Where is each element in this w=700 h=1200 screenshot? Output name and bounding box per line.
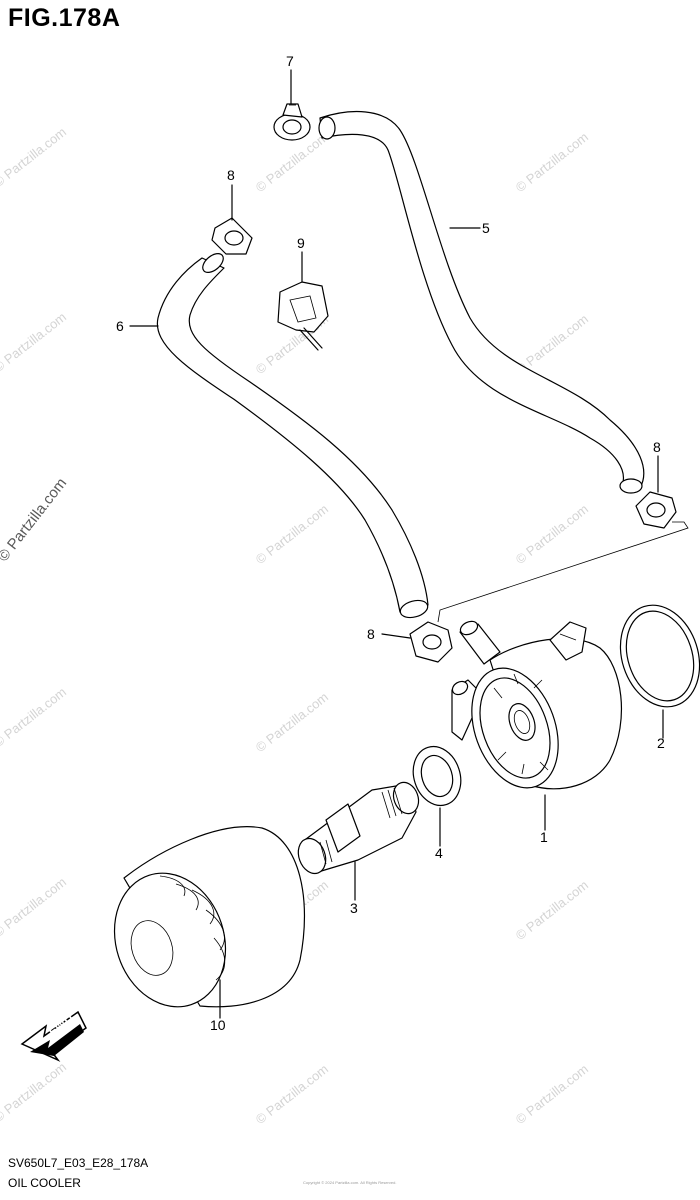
figure-name: OIL COOLER [8, 1176, 81, 1190]
oil-filter-10 [113, 826, 306, 1008]
figure-code: SV650L7_E03_E28_178A [8, 1156, 149, 1170]
connection-line [437, 521, 689, 623]
callout-10: 10 [210, 1017, 226, 1033]
clamp-8-lower [409, 621, 453, 663]
clamp-7 [273, 103, 311, 141]
figure-title: FIG.178A [8, 4, 121, 32]
callout-2: 2 [657, 735, 665, 751]
callout-5: 5 [482, 220, 490, 236]
hose-5 [318, 110, 645, 494]
clamp-8-upper [211, 217, 253, 255]
callout-4: 4 [435, 845, 443, 861]
callout-8-right: 8 [653, 439, 661, 455]
clamp-8-right [635, 491, 677, 529]
callout-1: 1 [540, 829, 548, 845]
copyright-fine-print: Copyright © 2024 Partzilla.com. All Righ… [303, 1180, 397, 1185]
gasket-4 [412, 745, 462, 807]
callout-6: 6 [116, 318, 124, 334]
fwd-direction-arrow: FWD [20, 1011, 87, 1062]
callout-9: 9 [297, 235, 305, 251]
oil-cooler-1 [451, 620, 623, 790]
callout-8-upper: 8 [227, 167, 235, 183]
leader-lines [129, 69, 664, 1019]
bracket-9 [277, 281, 329, 351]
callout-8-lower: 8 [367, 626, 375, 642]
callout-7: 7 [286, 53, 294, 69]
callout-3: 3 [350, 900, 358, 916]
union-bolt-3 [297, 781, 420, 875]
hose-6 [156, 253, 429, 619]
o-ring-2 [619, 604, 700, 708]
